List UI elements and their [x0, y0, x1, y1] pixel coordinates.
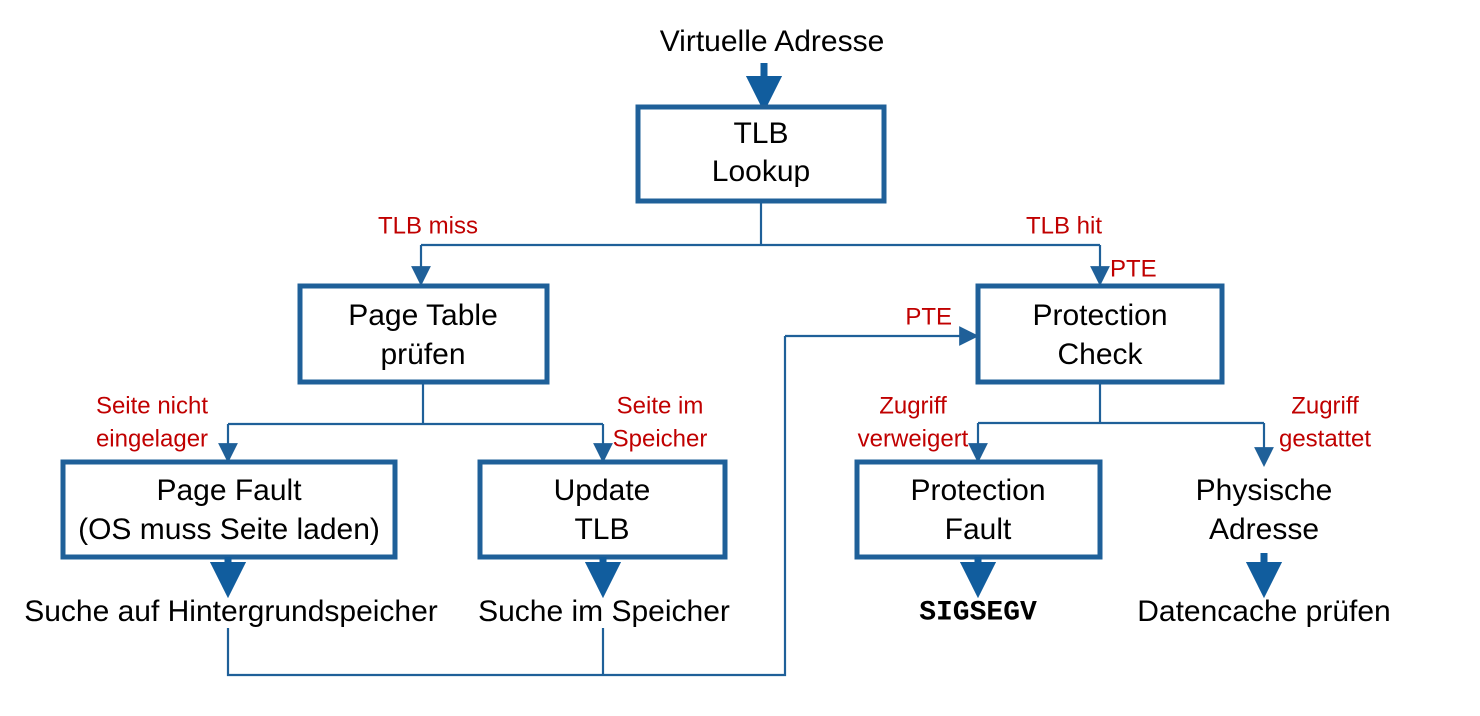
- node-page-table-line1: Page Table: [348, 299, 498, 332]
- edge-label-seite-nicht-line2: eingelager: [96, 425, 208, 452]
- edge-label-pte-top: PTE: [1110, 255, 1157, 282]
- node-protection-check[interactable]: [975, 283, 1225, 385]
- node-protection-check-line1: Protection: [1032, 299, 1167, 332]
- edge-label-zugriff-gestattet-line2: gestattet: [1279, 425, 1371, 452]
- node-update-tlb-line2: TLB: [574, 513, 629, 546]
- node-update-tlb-line1: Update: [554, 474, 651, 507]
- edge-feedback-loop-left: [226, 336, 787, 677]
- node-page-fault-line1: Page Fault: [156, 474, 302, 507]
- node-tlb-lookup-line1: TLB: [733, 117, 788, 150]
- edge-label-zugriff-verweigert-line2: verweigert: [858, 425, 969, 452]
- node-page-fault-line2: (OS muss Seite laden): [78, 513, 380, 546]
- node-protection-check-line2: Check: [1057, 338, 1143, 371]
- entry-label: Virtuelle Adresse: [660, 25, 885, 58]
- edge-label-tlb-hit: TLB hit: [1026, 212, 1102, 239]
- terminal-suche-im-speicher: Suche im Speicher: [478, 595, 730, 628]
- edge-label-seite-im-speicher-line1: Seite im: [617, 392, 704, 419]
- terminal-suche-hintergrundspeicher: Suche auf Hintergrundspeicher: [24, 595, 438, 628]
- terminal-sigsegv: SIGSEGV: [919, 597, 1037, 628]
- terminal-datencache-pruefen: Datencache prüfen: [1137, 595, 1391, 628]
- edge-label-zugriff-gestattet-line1: Zugriff: [1291, 392, 1359, 419]
- edge-label-seite-im-speicher-line2: Speicher: [613, 425, 708, 452]
- node-update-tlb[interactable]: [477, 459, 728, 560]
- node-tlb-lookup-line2: Lookup: [712, 155, 810, 188]
- node-physical-address-line1: Physische: [1196, 474, 1333, 507]
- node-protection-fault-line2: Fault: [945, 513, 1012, 546]
- edge-label-zugriff-verweigert-line1: Zugriff: [879, 392, 947, 419]
- edge-label-seite-nicht-line1: Seite nicht: [96, 392, 208, 419]
- edge-label-tlb-miss: TLB miss: [378, 212, 478, 239]
- node-protection-fault-line1: Protection: [910, 474, 1045, 507]
- node-page-table-line2: prüfen: [380, 338, 465, 371]
- edge-label-pte-loop: PTE: [905, 303, 952, 330]
- node-physical-address-line2: Adresse: [1209, 513, 1319, 546]
